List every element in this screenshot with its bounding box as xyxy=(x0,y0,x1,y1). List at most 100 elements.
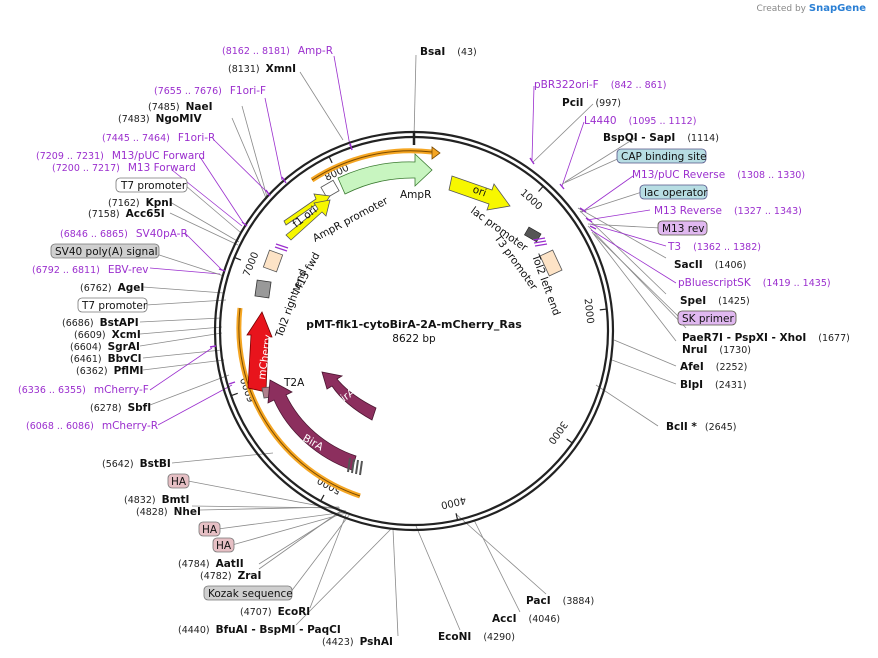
tick-label: 7000 xyxy=(242,251,262,279)
primer-label[interactable]: pBluescriptSK(1419 .. 1435) xyxy=(678,277,831,289)
tick-label: 4000 xyxy=(440,494,467,510)
boxed-label-sv40-polya[interactable]: SV40 poly(A) signal xyxy=(50,243,160,259)
enzyme-label[interactable]: (4440)BfuAI - BspMI - PaqCI xyxy=(178,624,341,636)
enzyme-label[interactable]: PacI(3884) xyxy=(526,595,594,607)
primer-label[interactable]: (8162 .. 8181)Amp-R xyxy=(222,45,333,57)
primer-label[interactable]: M13 Reverse(1327 .. 1343) xyxy=(654,205,802,217)
ampr-promoter-feature[interactable] xyxy=(320,179,340,199)
boxed-label-m13-rev[interactable]: M13 rev xyxy=(657,220,708,236)
enzyme-label[interactable]: EcoNI(4290) xyxy=(438,631,515,643)
lac-promoter-marker[interactable] xyxy=(524,226,542,243)
svg-text:T7 promoter: T7 promoter xyxy=(120,180,187,192)
boxed-label-kozak-sequence[interactable]: Kozak sequence xyxy=(203,585,293,601)
enzyme-label[interactable]: (4423)PshAI xyxy=(322,636,393,648)
enzyme-label[interactable]: (7158)Acc65I xyxy=(88,208,165,220)
primer-site-markers-left xyxy=(274,243,289,252)
enzyme-label[interactable]: (4832)BmtI xyxy=(124,494,189,506)
primer-labels: (8162 .. 8181)Amp-R (7655 .. 7676)F1ori-… xyxy=(18,45,831,432)
enzyme-label[interactable]: (7485)NaeI xyxy=(148,101,213,113)
primer-label[interactable]: L4440(1095 .. 1112) xyxy=(584,115,696,127)
boxed-label-ha-3[interactable]: HA xyxy=(212,537,235,553)
f1-ori-arrow[interactable] xyxy=(285,199,331,241)
boxed-label-ha-2[interactable]: HA xyxy=(198,521,221,537)
tick-mark xyxy=(230,392,238,397)
tol2-right-end-feature[interactable] xyxy=(262,249,284,273)
primer-label[interactable]: T3(1362 .. 1382) xyxy=(667,241,761,253)
enzyme-label[interactable]: PciI(997) xyxy=(562,97,621,109)
enzyme-label[interactable]: BspQI - SapI(1114) xyxy=(603,132,719,144)
boxed-label-cap-binding-site[interactable]: CAP binding site xyxy=(616,148,707,164)
primer-leader-lines xyxy=(145,55,681,594)
credit: Created by SnapGene xyxy=(756,3,866,14)
enzyme-label[interactable]: (4707)EcoRI xyxy=(240,606,310,618)
enzyme-label[interactable]: PaeR7I - PspXI - XhoI(1677) xyxy=(682,332,850,344)
ori-feature[interactable] xyxy=(448,175,511,211)
boxed-label-t7-promoter-bottom[interactable]: T7 promoter xyxy=(77,297,148,313)
tick-mark xyxy=(234,256,242,261)
primer-label[interactable]: (6336 .. 6355)mCherry-F xyxy=(18,384,149,396)
primer-site-markers-right xyxy=(532,237,548,247)
orange-arc-top-arrowhead xyxy=(431,146,441,160)
tick-label: 2000 xyxy=(581,298,595,325)
enzyme-label[interactable]: BclI *(2645) xyxy=(666,421,736,433)
enzyme-label[interactable]: SpeI(1425) xyxy=(680,295,750,307)
ampr-label: AmpR xyxy=(400,189,431,201)
svg-text:SV40 poly(A) signal: SV40 poly(A) signal xyxy=(55,246,158,258)
boxed-label-lac-operator[interactable]: lac operator xyxy=(639,184,708,200)
enzyme-label[interactable]: (8131)XmnI xyxy=(228,63,296,75)
credit-prefix: Created by xyxy=(756,4,806,14)
svg-text:HA: HA xyxy=(202,524,218,536)
tick-mark xyxy=(320,494,325,502)
t2a-label: T2A xyxy=(283,377,305,389)
tick-label: 3000 xyxy=(545,419,569,446)
ori-label: ori xyxy=(471,184,488,200)
enzyme-label[interactable]: AccI(4046) xyxy=(492,613,560,625)
enzyme-label[interactable]: (4828)NheI xyxy=(136,506,201,518)
tol2-left-end-feature[interactable] xyxy=(539,249,563,277)
m13-fwd-marker[interactable] xyxy=(254,279,272,299)
enzyme-label[interactable]: BsaI(43) xyxy=(420,46,477,58)
mcherry-feature[interactable] xyxy=(246,311,273,393)
primer-label[interactable]: (7209 .. 7231)M13/pUC Forward xyxy=(36,150,205,162)
enzyme-label[interactable]: (6461)BbvCI xyxy=(70,353,142,365)
enzyme-label[interactable]: SacII(1406) xyxy=(674,259,746,271)
tick-mark xyxy=(599,308,607,311)
enzyme-label[interactable]: (7483)NgoMIV xyxy=(118,113,202,125)
svg-text:lac operator: lac operator xyxy=(644,187,708,199)
tick-mark xyxy=(538,185,544,192)
enzyme-label[interactable]: (6609)XcmI xyxy=(74,329,141,341)
svg-text:T7 promoter: T7 promoter xyxy=(81,300,148,312)
boxed-label-t7-promoter-top[interactable]: T7 promoter xyxy=(115,177,188,193)
boxed-label-sk-primer[interactable]: SK primer xyxy=(677,310,737,326)
enzyme-label[interactable]: (6362)PflMI xyxy=(76,365,143,377)
enzyme-label[interactable]: (6762)AgeI xyxy=(80,282,144,294)
bira-feature-large[interactable] xyxy=(267,379,357,471)
enzyme-label[interactable]: (4782)ZraI xyxy=(200,570,261,582)
primer-label[interactable]: (7200 .. 7217)M13 Forward xyxy=(52,162,196,174)
ampr-feature[interactable] xyxy=(337,153,433,195)
svg-text:HA: HA xyxy=(171,476,187,488)
bira-feature-small[interactable] xyxy=(321,371,377,421)
snapgene-logo-text: SnapGene xyxy=(808,3,866,14)
enzyme-label[interactable]: (6604)SgrAI xyxy=(70,341,140,353)
enzyme-label[interactable]: NruI(1730) xyxy=(682,344,751,356)
primer-label[interactable]: (6068 .. 6086)mCherry-R xyxy=(26,420,158,432)
svg-text:CAP binding site: CAP binding site xyxy=(621,151,707,163)
primer-label[interactable]: (7445 .. 7464)F1ori-R xyxy=(102,132,215,144)
primer-label[interactable]: M13/pUC Reverse(1308 .. 1330) xyxy=(632,169,805,181)
tick-label: 1000 xyxy=(518,187,544,212)
primer-label[interactable]: (7655 .. 7676)F1ori-F xyxy=(154,85,266,97)
enzyme-label[interactable]: AfeI(2252) xyxy=(680,361,747,373)
enzyme-label[interactable]: BlpI(2431) xyxy=(680,379,747,391)
enzyme-label[interactable]: (6278)SbfI xyxy=(90,402,151,414)
primer-label[interactable]: (6792 .. 6811)EBV-rev xyxy=(32,264,149,276)
enzyme-label[interactable]: (7162)KpnI xyxy=(108,197,173,209)
primer-label[interactable]: (6846 .. 6865)SV40pA-R xyxy=(60,228,188,240)
enzyme-label[interactable]: (6686)BstAPI xyxy=(62,317,139,329)
enzyme-label[interactable]: (4784)AatII xyxy=(178,558,244,570)
enzyme-label[interactable]: (5642)BstBI xyxy=(102,458,171,470)
boxed-label-ha-1[interactable]: HA xyxy=(167,473,190,489)
primer-label[interactable]: pBR322ori-F(842 .. 861) xyxy=(534,79,666,91)
tick-mark xyxy=(328,156,333,164)
